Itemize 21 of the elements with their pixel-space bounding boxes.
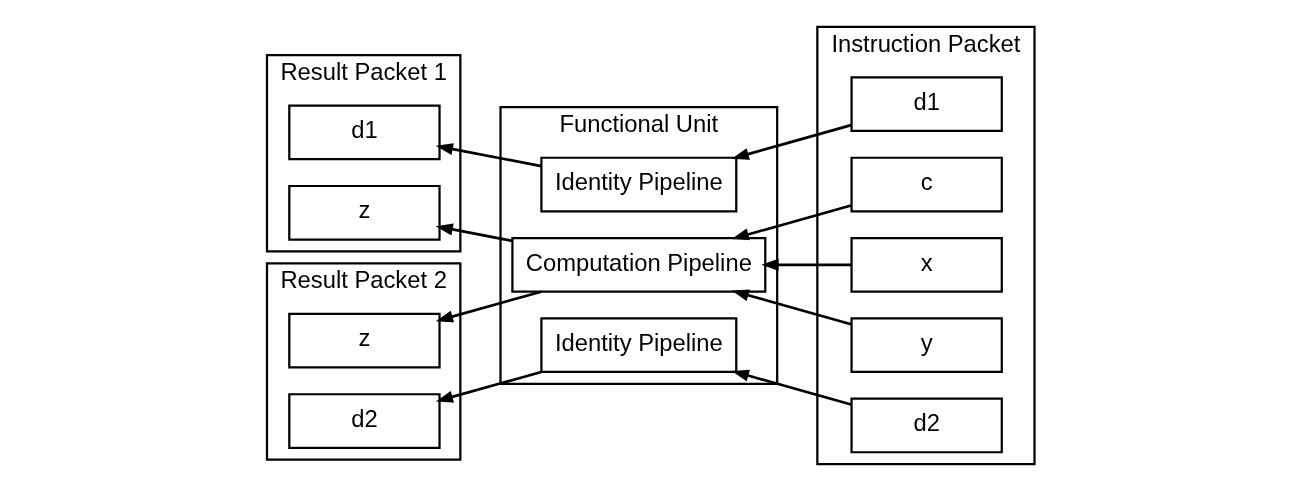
arrow (435, 142, 542, 167)
arrow (731, 123, 851, 160)
node-box: z (287, 312, 441, 369)
node-box: Identity Pipeline (539, 156, 737, 212)
node-box: d1 (849, 75, 1003, 132)
arrow (731, 369, 851, 406)
node-box: d1 (287, 104, 441, 160)
arrow (435, 289, 542, 322)
arrow (760, 258, 851, 271)
arrow (435, 370, 542, 403)
arrow (731, 203, 851, 240)
node-box: y (849, 316, 1003, 373)
node-box: z (287, 184, 441, 241)
node-box: x (849, 236, 1003, 293)
node-box: Computation Pipeline (510, 236, 766, 293)
arrow (435, 222, 513, 242)
node-box: d2 (849, 397, 1003, 453)
node-box: d2 (287, 392, 441, 449)
node-box: Identity Pipeline (539, 316, 737, 373)
node-box: c (849, 156, 1003, 212)
arrow (731, 288, 851, 326)
